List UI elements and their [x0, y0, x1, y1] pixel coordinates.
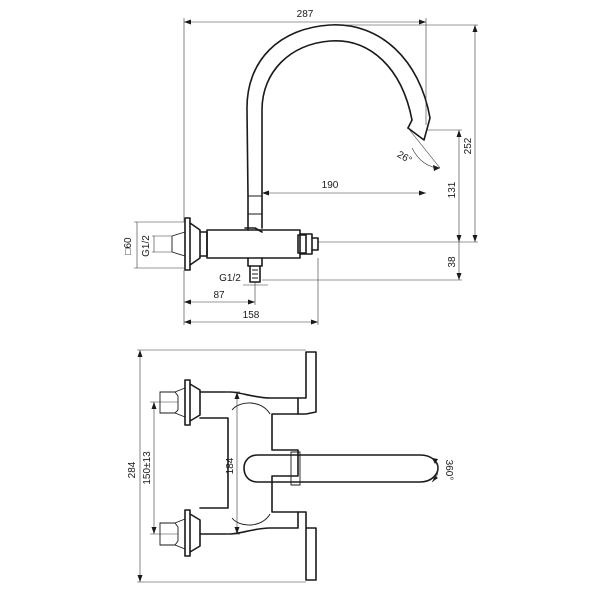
dim-outlet-offset: 87 [213, 290, 225, 301]
handle-bottom [297, 511, 317, 581]
gooseneck-spout [246, 24, 431, 231]
mixer-body [206, 227, 319, 259]
dim-base-offset: 38 [447, 256, 458, 268]
bottom-inlet-connector [159, 509, 201, 557]
dim-total-height: 252 [463, 137, 474, 154]
side-view: 287 252 131 38 190 26° □60 G1/2 G1/2 [123, 9, 478, 325]
dim-spout-rotation: 360° [443, 460, 454, 481]
dim-flange: □60 [123, 237, 134, 255]
dim-outlet-size: G1/2 [219, 273, 241, 284]
wall-inlet-connector [171, 217, 208, 271]
dim-body-height: 184 [225, 457, 236, 474]
handle-top [297, 351, 317, 415]
dim-spout-clearance: 131 [447, 181, 458, 198]
swivel-spout [243, 451, 439, 486]
top-view: 360° 284 150±13 184 [127, 349, 454, 583]
outlet-fitting [247, 257, 263, 283]
spout-angle-arc [411, 147, 441, 169]
dim-spout-angle: 26° [395, 149, 414, 166]
top-inlet-connector [159, 379, 201, 426]
dim-body-length: 158 [243, 310, 260, 321]
dim-spout-reach: 190 [322, 180, 339, 191]
mixer-body-top [199, 391, 299, 535]
dim-inlet-spacing: 150±13 [142, 451, 153, 485]
dim-total-height-top: 284 [127, 461, 138, 478]
dim-total-width: 287 [297, 9, 314, 20]
dim-inlet-size: G1/2 [141, 235, 152, 257]
